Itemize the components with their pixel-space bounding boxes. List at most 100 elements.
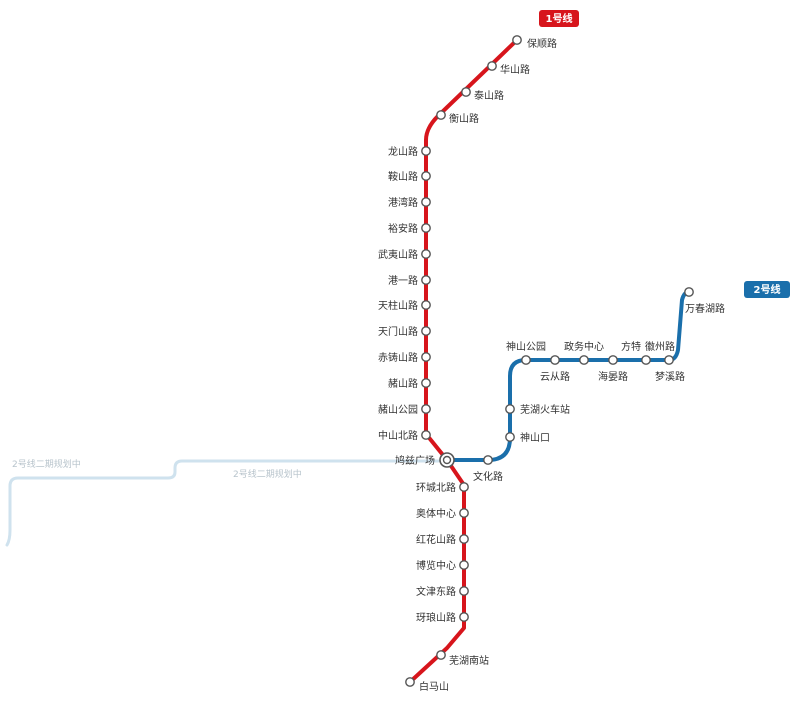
station-dot [641,355,651,365]
station-wenjindonglu[interactable]: 文津东路 [416,585,469,598]
station-dot [421,171,431,181]
station-label: 华山路 [500,63,530,76]
station-dot [459,534,469,544]
station-jiuziguangchang-interchange[interactable]: 鸠兹广场 [395,452,455,468]
station-haiyanlu[interactable]: 海晏路 [598,355,628,383]
station-label: 武夷山路 [378,248,418,261]
station-label: 港一路 [388,274,418,287]
station-label: 神山口 [520,431,550,444]
line-2-badge[interactable]: 2号线 [744,281,790,298]
station-label: 赭山公园 [378,403,418,416]
station-dot [684,287,694,297]
station-dot [436,110,446,120]
station-dot [421,197,431,207]
station-dot [421,378,431,388]
station-huashanlu[interactable]: 华山路 [487,61,530,76]
station-dot [459,612,469,622]
station-baoshunlu[interactable]: 保顺路 [512,35,557,50]
station-dot [459,560,469,570]
station-label: 云从路 [540,370,570,383]
station-dot [483,455,493,465]
station-zheshanlu[interactable]: 赭山路 [388,377,431,390]
station-label: 衡山路 [449,112,479,125]
station-wuyishanlu[interactable]: 武夷山路 [378,248,431,261]
station-label: 龙山路 [388,145,418,158]
station-label: 文化路 [473,470,503,483]
station-dot [608,355,618,365]
station-label: 天门山路 [378,325,418,338]
station-yuncónglu[interactable]: 云从路 [540,355,570,383]
station-label: 徽州路 [645,340,675,353]
station-fangte[interactable]: 方特 [621,340,651,365]
station-dot [421,223,431,233]
station-dot [459,508,469,518]
planned-label-center: 2号线二期规划中 [233,468,302,480]
station-label: 裕安路 [388,222,418,235]
station-label: 赭山路 [388,377,418,390]
station-dot [421,404,431,414]
station-tianmenshanlu[interactable]: 天门山路 [378,325,431,338]
station-dot [521,355,531,365]
station-dot [421,300,431,310]
station-label: 白马山 [419,680,449,693]
station-dot [512,35,522,45]
station-wuhunanzhan[interactable]: 芜湖南站 [436,650,489,667]
station-mengxilu[interactable]: 梦溪路 [655,355,685,383]
station-bolanzhongxin[interactable]: 博览中心 [416,559,469,572]
station-label: 保顺路 [527,37,557,50]
station-label: 天柱山路 [378,299,418,312]
line-1-badge[interactable]: 1号线 [539,10,579,27]
station-label: 鸠兹广场 [395,454,435,467]
station-wenhualu[interactable]: 文化路 [473,455,503,483]
station-yuanlu[interactable]: 裕安路 [388,222,431,235]
station-dot [505,432,515,442]
station-aotizhongxin[interactable]: 奥体中心 [416,507,469,520]
station-dot [459,482,469,492]
station-dot [664,355,674,365]
station-label: 神山公园 [506,340,546,353]
station-dot [550,355,560,365]
station-yalangshanlu[interactable]: 玡琅山路 [416,611,469,624]
station-zhongshanbeilu[interactable]: 中山北路 [378,429,431,442]
station-dot [421,326,431,336]
station-chizhushanlu[interactable]: 赤铸山路 [378,351,431,364]
line-1-badge-label: 1号线 [546,12,573,25]
planned-label-west: 2号线二期规划中 [12,458,81,470]
station-label: 海晏路 [598,370,628,383]
station-ganwanlu[interactable]: 港湾路 [388,196,431,209]
station-longshanlu[interactable]: 龙山路 [388,145,431,158]
station-label: 政务中心 [564,340,604,353]
station-dot [421,430,431,440]
station-dot [459,586,469,596]
station-shenshangongyuan[interactable]: 神山公园 [506,340,546,365]
station-dot [405,677,415,687]
station-tianzhushanlu[interactable]: 天柱山路 [378,299,431,312]
station-label: 梦溪路 [655,370,685,383]
station-label: 中山北路 [378,429,418,442]
station-hengshanlu[interactable]: 衡山路 [436,110,479,125]
station-label: 环城北路 [416,481,456,494]
station-wanchunhulu[interactable]: 万春湖路 [684,287,725,315]
station-label: 泰山路 [474,89,504,102]
station-honghuashanlu[interactable]: 红花山路 [416,533,469,546]
station-label: 博览中心 [416,559,456,572]
station-shenshankou[interactable]: 神山口 [505,431,550,444]
station-anshanlu[interactable]: 鞍山路 [388,170,431,183]
station-zheshangongyuan[interactable]: 赭山公园 [378,403,431,416]
station-dot [487,61,497,71]
station-taishanlu[interactable]: 泰山路 [461,87,504,102]
station-zhengwuzhongxin[interactable]: 政务中心 [564,340,604,365]
station-dot [421,146,431,156]
station-label: 芜湖南站 [449,654,489,667]
station-huanchengbeilu[interactable]: 环城北路 [416,481,469,494]
station-label: 奥体中心 [416,507,456,520]
station-label: 文津东路 [416,585,456,598]
station-dot [421,249,431,259]
station-wuhuhuochezhan[interactable]: 芜湖火车站 [505,403,570,416]
station-label: 港湾路 [388,196,418,209]
station-gangyilu[interactable]: 港一路 [388,274,431,287]
station-label: 方特 [621,340,641,353]
station-huizhoulu[interactable]: 徽州路 [645,340,675,353]
station-baimashan[interactable]: 白马山 [405,677,449,693]
station-label: 鞍山路 [388,170,418,183]
